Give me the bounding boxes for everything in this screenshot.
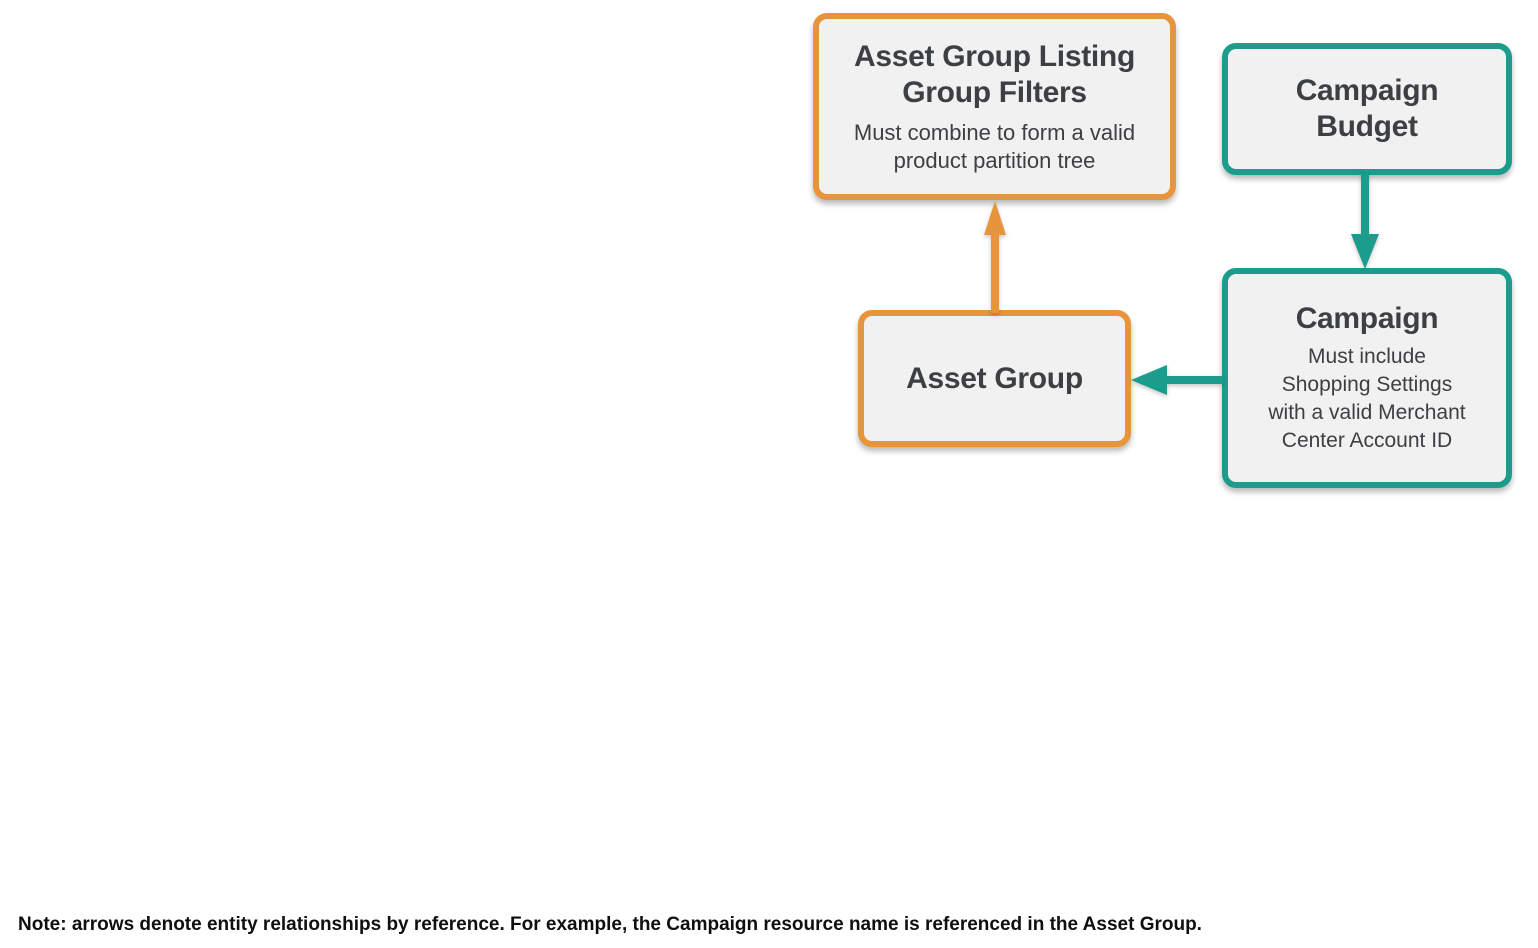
box-asset-group-listing-group-filters: Asset Group Listing Group Filters Must c… (813, 13, 1176, 200)
arrow-asset-group-to-listing-filters-icon (984, 201, 1006, 313)
box-campaign: Campaign Must include Shopping Settings … (1222, 268, 1512, 488)
arrow-campaign-to-asset-group-icon (1131, 365, 1223, 395)
box-campaign-budget: Campaign Budget (1222, 43, 1512, 175)
footer-note: Note: arrows denote entity relationships… (18, 914, 1202, 935)
box-title: Campaign Budget (1295, 74, 1439, 143)
box-title: Asset Group (906, 361, 1083, 395)
box-title: Asset Group Listing Group Filters (854, 39, 1135, 109)
box-asset-group: Asset Group (858, 310, 1131, 447)
arrow-campaign-budget-to-campaign-icon (1351, 174, 1379, 269)
box-subtitle: Must combine to form a valid product par… (853, 119, 1136, 173)
box-title: Campaign (1295, 302, 1439, 335)
box-subtitle: Must include Shopping Settings with a va… (1268, 345, 1466, 452)
